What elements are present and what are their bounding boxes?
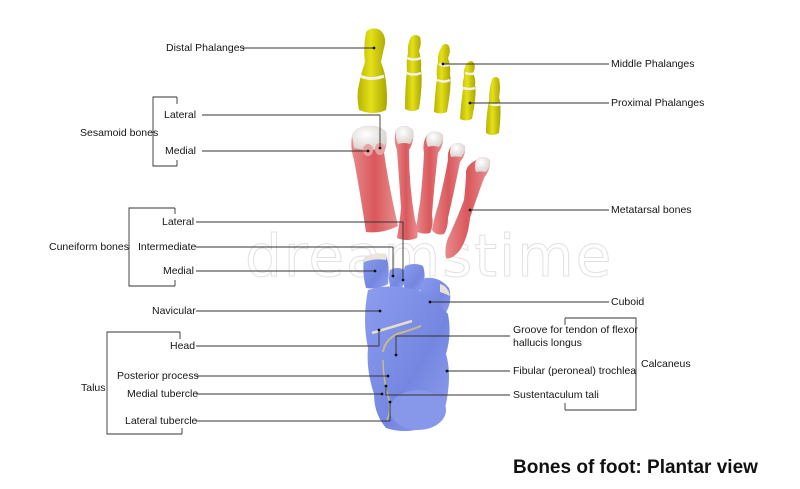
label-sesamoid-medial: Medial — [165, 145, 196, 157]
label-talus: Talus — [81, 382, 106, 394]
label-metatarsal-bones: Metatarsal bones — [611, 204, 692, 216]
label-talus-posterior-process: Posterior process — [117, 370, 199, 382]
label-sustentaculum-tali: Sustentaculum tali — [513, 389, 599, 401]
leader-dots — [366, 46, 472, 404]
label-cuneiform-bones: Cuneiform bones — [49, 241, 129, 253]
diagram-title: Bones of foot: Plantar view — [513, 457, 758, 478]
leader-lines — [106, 47, 637, 435]
label-cuboid: Cuboid — [611, 296, 645, 308]
label-cuneiform-intermediate: Intermediate — [138, 241, 197, 253]
label-groove-flexor-line2: hallucis longus — [513, 337, 582, 349]
phalanges — [357, 28, 502, 135]
label-talus-head: Head — [170, 340, 196, 352]
label-sesamoid-bones: Sesamoid bones — [80, 127, 159, 139]
label-cuneiform-medial: Medial — [163, 265, 194, 277]
label-fibular-trochlea: Fibular (peroneal) trochlea — [513, 365, 637, 377]
label-distal-phalanges: Distal Phalanges — [166, 42, 245, 54]
label-talus-medial-tubercle: Medial tubercle — [127, 388, 199, 400]
metatarsals — [351, 125, 491, 259]
label-middle-phalanges: Middle Phalanges — [611, 58, 695, 70]
label-proximal-phalanges: Proximal Phalanges — [611, 97, 705, 109]
label-calcaneus: Calcaneus — [641, 358, 691, 370]
label-cuneiform-lateral: Lateral — [162, 216, 195, 228]
label-groove-flexor-line1: Groove for tendon of flexor — [513, 324, 638, 336]
label-sesamoid-lateral: Lateral — [164, 109, 197, 121]
label-talus-lateral-tubercle: Lateral tubercle — [125, 415, 198, 427]
tarsals — [363, 253, 451, 431]
label-navicular: Navicular — [152, 305, 196, 317]
